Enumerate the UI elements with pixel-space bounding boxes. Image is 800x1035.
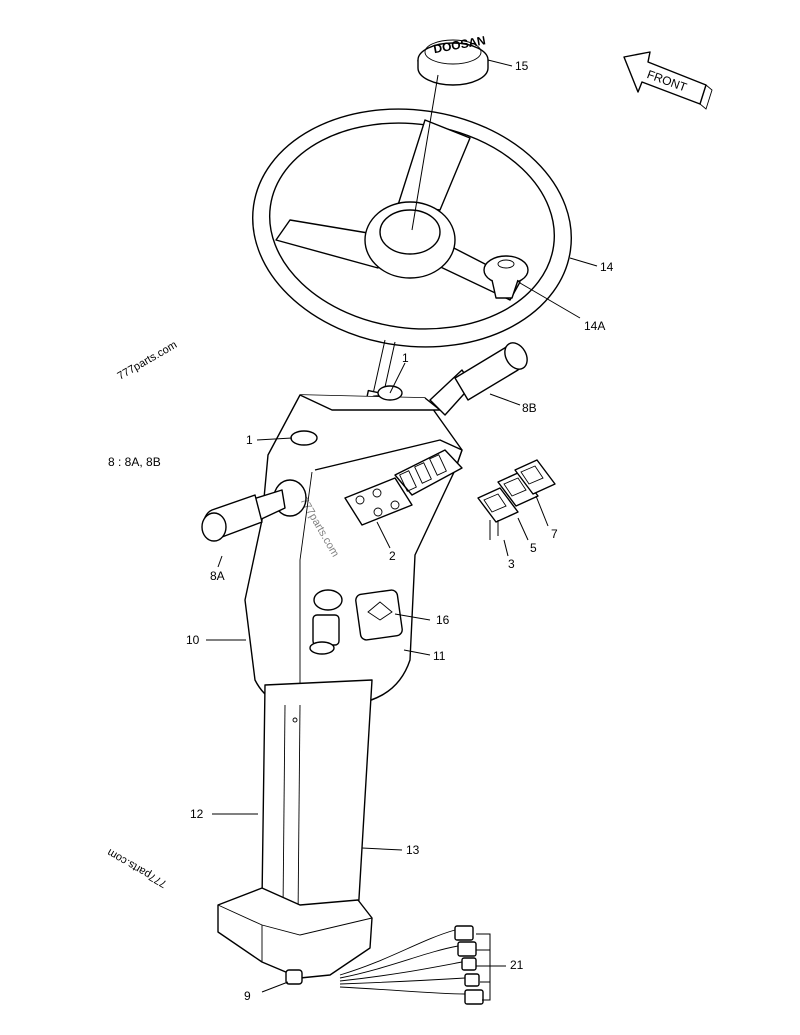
label-8b: 8B — [522, 401, 537, 415]
horn-button: DOOSAN — [417, 33, 489, 86]
label-15: 15 — [515, 59, 529, 73]
upper-console — [244, 394, 463, 711]
label-8a: 8A — [210, 569, 225, 583]
label-14: 14 — [600, 260, 614, 274]
label-9: 9 — [244, 989, 251, 1003]
watermark-top: 777parts.com — [116, 339, 180, 383]
label-1-top: 1 — [402, 351, 409, 365]
label-10: 10 — [186, 633, 200, 647]
leader-lines — [206, 59, 598, 1001]
label-12: 12 — [190, 807, 204, 821]
column-base — [217, 887, 373, 985]
label-11: 11 — [433, 649, 446, 663]
lower-column — [261, 679, 373, 921]
label-14a: 14A — [584, 319, 605, 333]
part-labels: 15 14 14A 1 1 8B 8A 2 3 5 7 16 10 11 12 … — [108, 59, 614, 1003]
indicator-caps — [290, 385, 403, 446]
label-1-left: 1 — [246, 433, 253, 447]
label-2: 2 — [389, 549, 396, 563]
wire-harness — [339, 925, 484, 1005]
rocker-switches — [477, 459, 556, 540]
label-7: 7 — [551, 527, 558, 541]
left-lever — [201, 479, 307, 542]
label-13: 13 — [406, 843, 420, 857]
variant-note: 8 : 8A, 8B — [108, 455, 161, 469]
label-3: 3 — [508, 557, 515, 571]
right-lever — [429, 342, 528, 416]
watermark-bottom: 777parts.com — [105, 846, 169, 890]
label-21: 21 — [510, 958, 524, 972]
label-16: 16 — [436, 613, 450, 627]
label-5: 5 — [530, 541, 537, 555]
front-arrow: FRONT — [623, 51, 713, 110]
